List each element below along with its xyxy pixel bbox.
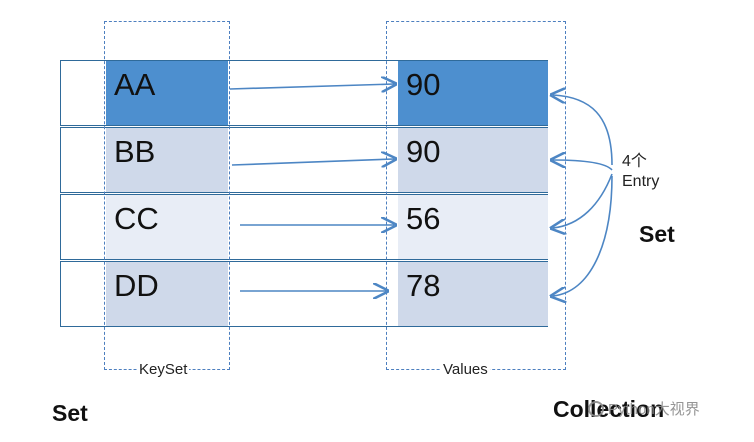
entry-label: 4个 Entry bbox=[622, 152, 659, 192]
values-type-label: Collection bbox=[553, 396, 665, 422]
watermark-icon bbox=[588, 401, 604, 417]
values-boundary bbox=[386, 21, 566, 370]
value-cell: 90 bbox=[398, 61, 548, 125]
values-label: Values bbox=[441, 361, 490, 378]
key-cell: BB bbox=[106, 128, 228, 192]
value-cell: 78 bbox=[398, 262, 548, 326]
values-set-label: Set bbox=[639, 221, 675, 247]
key-cell: DD bbox=[106, 262, 228, 326]
keyset-type-label: Set bbox=[52, 400, 88, 426]
key-cell: AA bbox=[106, 61, 228, 125]
watermark: Python大视界 bbox=[588, 398, 700, 419]
keyset-boundary bbox=[104, 21, 230, 370]
entry-word: Entry bbox=[622, 173, 660, 190]
value-cell: 90 bbox=[398, 128, 548, 192]
value-cell: 56 bbox=[398, 195, 548, 259]
watermark-text: Python大视界 bbox=[608, 401, 700, 418]
keyset-label: KeySet bbox=[137, 361, 190, 378]
key-cell: CC bbox=[106, 195, 228, 259]
entry-count: 4个 bbox=[622, 153, 647, 170]
